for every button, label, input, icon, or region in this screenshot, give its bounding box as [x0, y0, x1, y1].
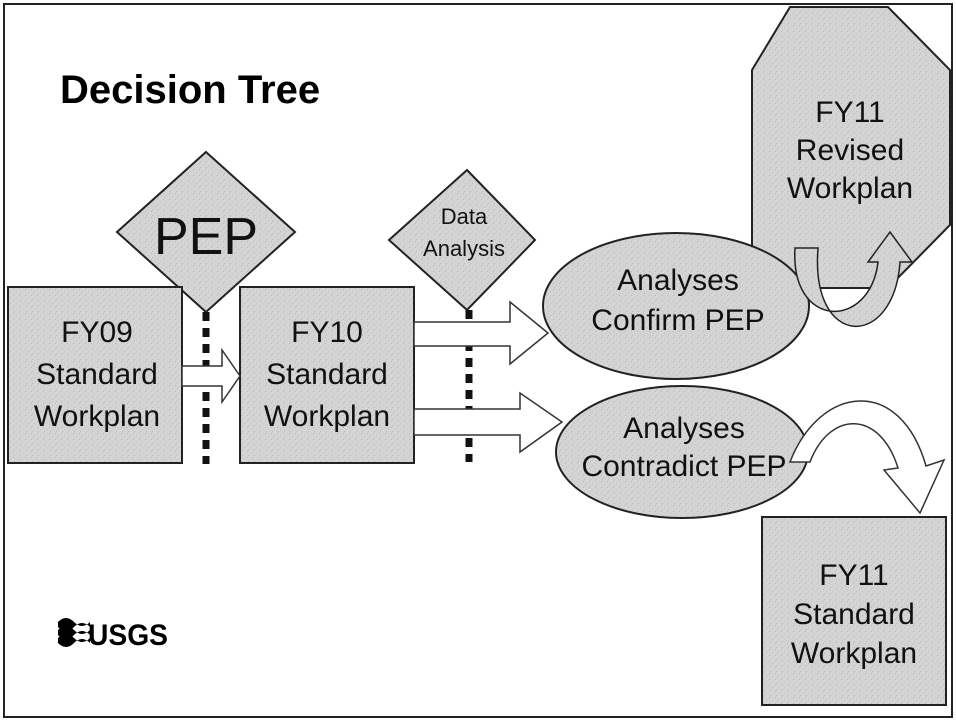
pep-diamond-label: PEP [154, 208, 258, 266]
fy11-standard-line-1: FY11 [819, 559, 888, 592]
confirm-line-1: Analyses [617, 264, 739, 297]
fy10-line-2: Standard [266, 358, 388, 391]
fy09-line-1: FY09 [61, 316, 133, 349]
usgs-wave-icon [58, 618, 90, 647]
arrow-fy09-to-fy10 [181, 347, 241, 405]
fy10-workplan-box [239, 286, 415, 464]
contradict-line-1: Analyses [623, 412, 745, 445]
fy11-standard-workplan-box [761, 516, 947, 706]
fy11-standard-line-3: Workplan [791, 637, 917, 670]
contradict-line-2: Contradict PEP [581, 450, 786, 483]
data-analysis-line-2: Analysis [423, 236, 505, 261]
curved-arrow-contradict-to-standard [788, 400, 946, 515]
curved-arrow-confirm-to-revised [794, 230, 914, 328]
fy11-standard-line-2: Standard [793, 598, 915, 631]
fy09-workplan-box [7, 286, 183, 464]
fy10-line-1: FY10 [291, 316, 363, 349]
fy09-line-2: Standard [36, 358, 158, 391]
octagon-line-3: Workplan [787, 172, 913, 205]
arrow-fy10-to-contradict [413, 391, 564, 454]
usgs-logo-text: USGS [88, 619, 168, 652]
fy09-line-3: Workplan [34, 400, 160, 433]
usgs-logo: USGS [58, 618, 168, 652]
slide-title: Decision Tree [60, 68, 320, 112]
octagon-line-2: Revised [796, 134, 904, 167]
octagon-line-1: FY11 [815, 96, 884, 129]
data-analysis-line-1: Data [441, 204, 488, 229]
confirm-line-2: Confirm PEP [591, 304, 764, 337]
arrow-fy10-to-confirm [413, 300, 550, 366]
analyses-confirm-pep-oval [542, 232, 810, 380]
fy10-line-3: Workplan [264, 400, 390, 433]
